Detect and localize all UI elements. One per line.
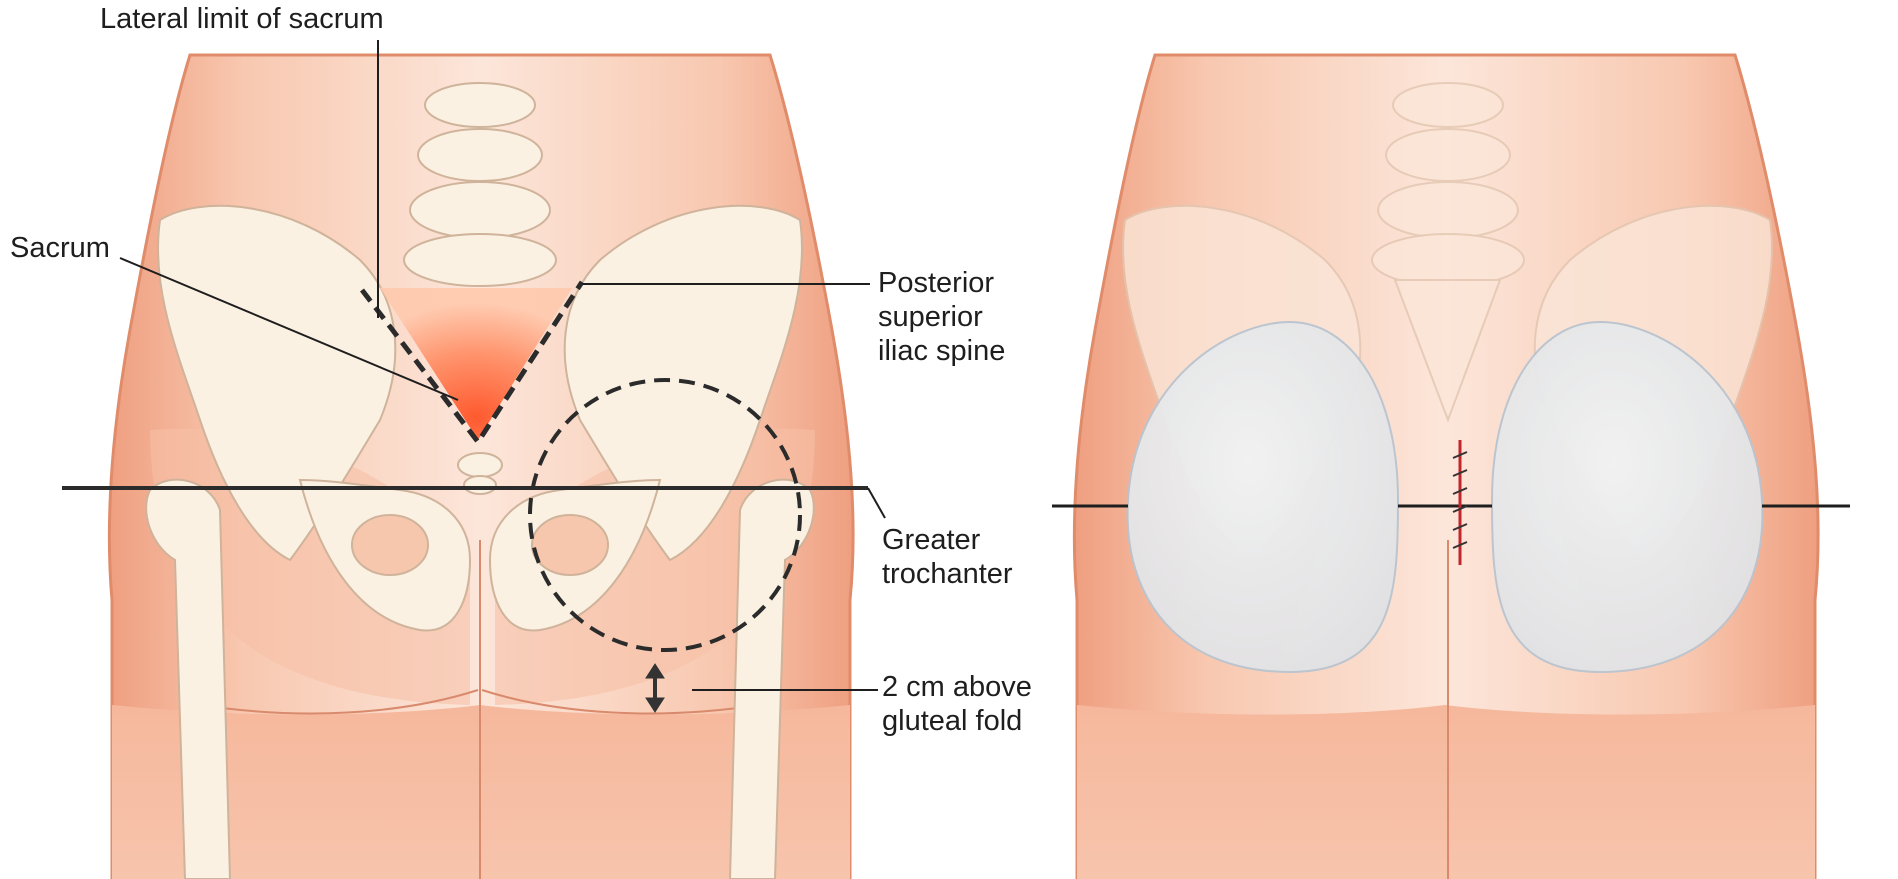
label-psis-line-1: Posterior (878, 267, 995, 299)
label-greater-trochanter-line-1: Greater (882, 524, 981, 556)
left-figure (62, 40, 886, 879)
label-greater-trochanter-line-2: trochanter (882, 558, 1013, 590)
implant-right (1490, 320, 1764, 674)
label-sacrum: Sacrum (10, 232, 110, 264)
label-2cm-above-gluteal-fold: 2 cm above gluteal fold (882, 670, 1032, 738)
label-greater-trochanter: Greater trochanter (882, 523, 1013, 591)
implant-left (1126, 320, 1400, 674)
label-posterior-superior-iliac-spine: Posterior superior iliac spine (878, 266, 1005, 368)
sacrum-highlight (380, 288, 572, 440)
right-legs (1077, 705, 1815, 879)
left-obturator-left (351, 514, 429, 576)
gluteal-fold-double-arrow (645, 663, 665, 713)
midline-incision (1452, 440, 1468, 565)
leader-lines (119, 40, 886, 691)
label-gluteal-fold-line-2: gluteal fold (882, 705, 1023, 737)
left-gluteal-fold-right (481, 689, 761, 715)
sacrum-lateral-limit-dashed (360, 280, 585, 447)
label-psis-line-3: iliac spine (878, 335, 1006, 367)
implant-pocket-dashed-circle (528, 378, 802, 652)
right-figure (1052, 53, 1850, 879)
left-obturator-right (531, 514, 609, 576)
label-lateral-limit-sacrum: Lateral limit of sacrum (100, 3, 384, 35)
label-gluteal-fold-line-1: 2 cm above (882, 671, 1032, 703)
left-gluteal-fold-left (199, 689, 479, 715)
label-psis-line-2: superior (878, 301, 983, 333)
